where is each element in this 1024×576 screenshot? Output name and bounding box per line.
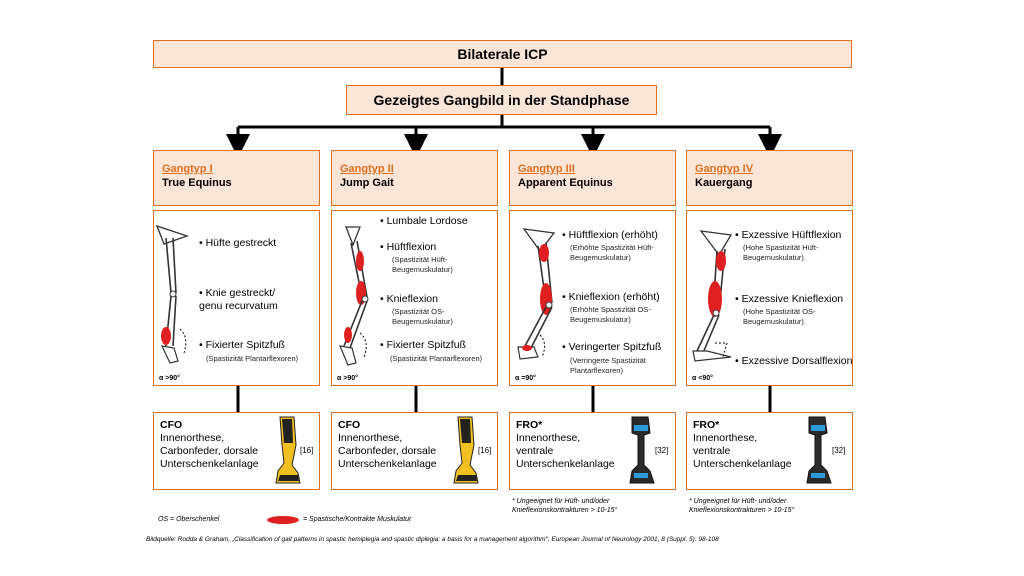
gait-type-4-figure: • Exzessive Hüftflexion (Hohe Spastizitä… xyxy=(686,210,853,386)
reference-label: [32] xyxy=(655,446,669,455)
orthosis-title: CFO xyxy=(160,419,183,431)
gait-type-3-link[interactable]: Gangtyp III xyxy=(518,163,575,175)
angle-label: α >90° xyxy=(159,375,180,382)
gait-type-4-name: Kauergang xyxy=(695,177,753,189)
gait-type-3-figure: • Hüftflexion (erhöht) (Erhöhte Spastizi… xyxy=(509,210,676,386)
muscle-marker xyxy=(356,251,364,271)
gait-type-2-figure: • Lumbale Lordose • Hüftflexion (Spastiz… xyxy=(331,210,498,386)
leg-illustration-2 xyxy=(339,226,369,366)
leg-illustration-3 xyxy=(517,228,556,360)
footnote: * Ungeeignet für Hüft- und/oder Knieflex… xyxy=(689,498,795,514)
bullet-text: • Veringerter Spitzfuß xyxy=(562,341,662,353)
bullet-text: • Fixierter Spitzfuß xyxy=(199,339,285,351)
muscle-marker xyxy=(716,251,726,271)
muscle-marker xyxy=(522,345,532,351)
gait-type-2-link[interactable]: Gangtyp II xyxy=(340,163,394,175)
diagram-title: Bilaterale ICP xyxy=(153,40,852,68)
legend-os: OS = Oberschenkel xyxy=(158,516,220,523)
gait-type-4-header: Gangtyp IV Kauergang xyxy=(686,150,853,206)
bullet-subtext: (Verringerte Spastizität Plantarflexoren… xyxy=(570,356,646,375)
bullet-text: • Fixierter Spitzfuß xyxy=(380,339,466,351)
reference-label: [16] xyxy=(300,446,314,455)
orthosis-fro-image xyxy=(806,416,832,484)
orthosis-cfo-image xyxy=(275,416,301,484)
orthosis-description: Innenorthese, ventrale Unterschenkelanla… xyxy=(516,432,615,470)
bullet-subtext: (Spastizität Hüft- Beugemuskulatur) xyxy=(392,255,453,274)
reference-label: [32] xyxy=(832,446,846,455)
bullet-subtext: (Hohe Spastizität Hüft- Beugemuskulatur) xyxy=(743,243,819,262)
leg-illustration-4 xyxy=(692,230,733,362)
image-source: Bildquelle: Rodda & Graham, „Classificat… xyxy=(146,536,719,543)
footnote: * Ungeeignet für Hüft- und/oder Knieflex… xyxy=(512,498,618,514)
orthosis-fro-image xyxy=(629,416,655,484)
legend-muscle: = Spastische/Kontrakte Muskulatur xyxy=(303,516,412,523)
muscle-marker xyxy=(344,327,352,343)
orthosis-box-4: FRO* Innenorthese, ventrale Unterschenke… xyxy=(686,412,853,490)
gait-type-2-header: Gangtyp II Jump Gait xyxy=(331,150,498,206)
bullet-text: • Hüfte gestreckt xyxy=(199,237,277,249)
angle-label: α >90° xyxy=(337,375,358,382)
gait-type-1-name: True Equinus xyxy=(162,177,232,189)
bullet-subtext: (Spastizität Plantarflexoren) xyxy=(206,354,299,363)
bullet-text: • Exzessive Dorsalflexion xyxy=(735,355,853,367)
bullet-text: • Knieflexion xyxy=(380,293,438,305)
muscle-legend-marker xyxy=(267,516,299,524)
gait-type-3-name: Apparent Equinus xyxy=(518,177,613,189)
muscle-marker xyxy=(539,244,549,262)
bullet-text: • Exzessive Hüftflexion xyxy=(735,229,842,241)
bullet-subtext: (Spastizität Plantarflexoren) xyxy=(390,354,483,363)
angle-label: α =90° xyxy=(515,375,536,382)
bullet-subtext: (Erhöhte Spastizität OS- Beugemuskulatur… xyxy=(570,305,651,324)
muscle-marker xyxy=(708,281,722,317)
orthosis-description: Innenorthese, ventrale Unterschenkelanla… xyxy=(693,432,792,470)
bullet-subtext: (Hohe Spastizität OS- Beugemuskulatur) xyxy=(743,307,816,326)
muscle-marker xyxy=(161,327,171,345)
gait-type-3-header: Gangtyp III Apparent Equinus xyxy=(509,150,676,206)
bullet-text: • Knie gestreckt/ genu recurvatum xyxy=(199,287,278,312)
orthosis-box-3: FRO* Innenorthese, ventrale Unterschenke… xyxy=(509,412,676,490)
orthosis-description: Innenorthese, Carbonfeder, dorsale Unter… xyxy=(160,432,259,470)
angle-label: α <90° xyxy=(692,375,713,382)
bullet-text: • Hüftflexion (erhöht) xyxy=(562,229,658,241)
gait-type-1-link[interactable]: Gangtyp I xyxy=(162,163,213,175)
bullet-subtext: (Spastizität OS- Beugemuskulatur) xyxy=(392,307,453,326)
orthosis-box-1: CFO Innenorthese, Carbonfeder, dorsale U… xyxy=(153,412,320,490)
leg-illustration-1 xyxy=(155,224,190,364)
orthosis-title: CFO xyxy=(338,419,361,431)
bullet-text: • Hüftflexion xyxy=(380,241,437,253)
bullet-text: • Knieflexion (erhöht) xyxy=(562,291,660,303)
orthosis-cfo-image xyxy=(453,416,479,484)
gait-type-4-link[interactable]: Gangtyp IV xyxy=(695,163,754,175)
orthosis-title: FRO* xyxy=(516,419,543,431)
reference-label: [16] xyxy=(478,446,492,455)
bullet-text: • Exzessive Knieflexion xyxy=(735,293,844,305)
gait-type-1-figure: • Hüfte gestreckt • Knie gestreckt/ genu… xyxy=(153,210,320,386)
bullet-text: • Lumbale Lordose xyxy=(380,215,468,227)
gait-type-2-name: Jump Gait xyxy=(340,177,394,189)
bullet-subtext: (Erhöhte Spastizität Hüft- Beugemuskulat… xyxy=(570,243,654,262)
orthosis-title: FRO* xyxy=(693,419,720,431)
orthosis-description: Innenorthese, Carbonfeder, dorsale Unter… xyxy=(338,432,437,470)
orthosis-box-2: CFO Innenorthese, Carbonfeder, dorsale U… xyxy=(331,412,498,490)
gait-type-1-header: Gangtyp I True Equinus xyxy=(153,150,320,206)
diagram-subtitle: Gezeigtes Gangbild in der Standphase xyxy=(346,85,657,115)
